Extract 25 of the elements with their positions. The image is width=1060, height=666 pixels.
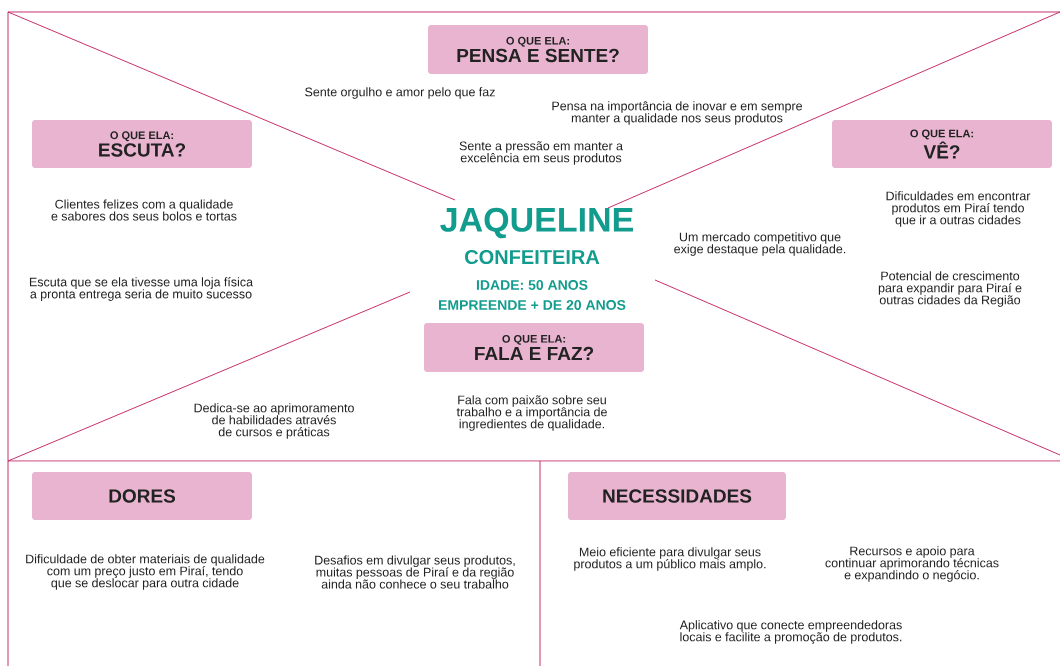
heading-box: NECESSIDADES — [568, 472, 786, 520]
note-text: Sente orgulho e amor pelo que faz — [305, 87, 495, 99]
persona-role: CONFEITEIRA — [465, 249, 600, 265]
note-text: Potencial de crescimento para expandir para Piraí e outras cidades da Região — [878, 271, 1022, 307]
note-text: Escuta que se ela tivesse uma loja física a pronta entrega seria de muito sucesso — [29, 277, 254, 301]
persona-detail: EMPREENDE + DE 20 ANOS — [439, 300, 626, 310]
note-text: Dificuldades em encontrar produtos em Piraí tendo que ir a outras cidades — [886, 191, 1031, 227]
note-text: Desafios em divulgar seus produtos, muitas pessoas de Piraí e da região ainda não conhece o seu trabalho — [315, 555, 515, 589]
note-text: Pensa na importância de inovar e em sempre manter a qualidade nos seus produtos — [552, 101, 802, 125]
note-text: Um mercado competitivo que exige destaque pela qualidade. — [674, 232, 846, 256]
heading-box: O QUE ELA: FALA E FAZ? — [424, 323, 644, 372]
note-text: Recursos e apoio para continuar aprimorando técnicas e expandindo o negócio. — [825, 546, 999, 582]
note-text: Aplicativo que conecte empreendedoras locais e facilite a promoção de produtos. — [679, 620, 902, 644]
note-text: Dificuldade de obter materiais de qualidade com um preço justo em Piraí, tendo que se deslocar para outra cidade — [26, 554, 265, 590]
note-text: Clientes felizes com a qualidade e sabores dos seus bolos e tortas — [51, 199, 237, 221]
heading-box: DORES — [32, 472, 252, 520]
note-text: Fala com paixão sobre seu trabalho e a importância de ingredientes de qualidade. — [456, 395, 607, 431]
note-text: Sente a pressão em manter a excelência em seus produtos — [459, 141, 623, 165]
persona-detail: IDADE: 50 ANOS — [476, 280, 588, 290]
note-text: Dedica-se ao aprimoramento de habilidades através de cursos e práticas — [194, 403, 354, 439]
heading-box: O QUE ELA: PENSA E SENTE? — [428, 25, 648, 74]
heading-box: O QUE ELA: VÊ? — [832, 120, 1052, 168]
note-text: Meio eficiente para divulgar seus produtos a um público mais amplo. — [574, 547, 766, 571]
heading-box: O QUE ELA: ESCUTA? — [32, 120, 252, 168]
persona-name: JAQUELINE — [440, 207, 633, 239]
